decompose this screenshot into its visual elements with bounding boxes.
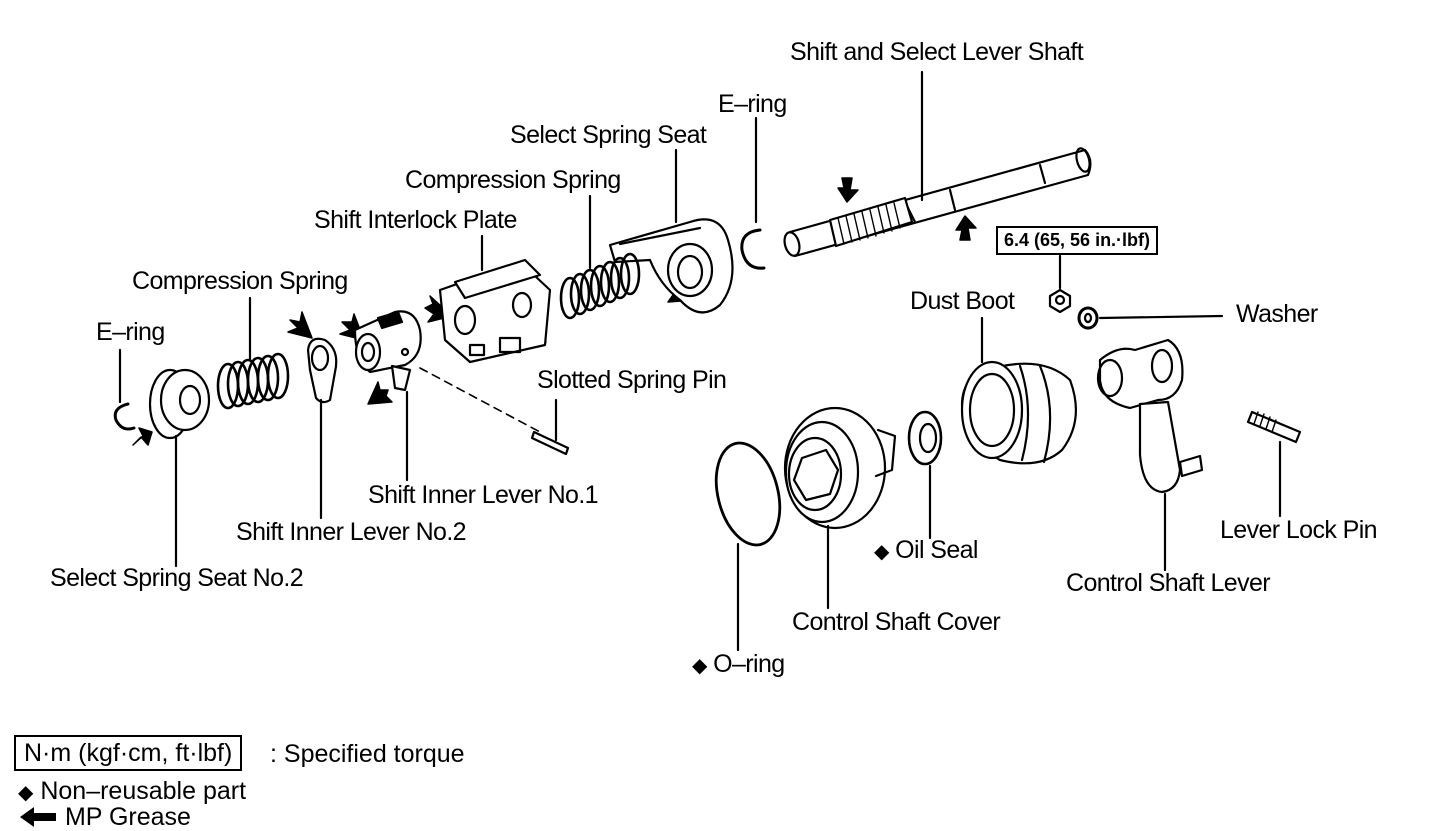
legend-torque-desc: : Specified torque: [270, 740, 465, 768]
legend-torque-unit-box: N·m (kgf·cm, ft·lbf): [14, 735, 243, 771]
control-shaft-lever-drawing: [1096, 338, 1204, 494]
compression-spring-lower-drawing: [216, 352, 290, 410]
label-select-spring-seat: Select Spring Seat: [510, 121, 707, 149]
legend-nonreusable-row: ◆ Non–reusable part: [18, 777, 246, 807]
control-shaft-cover-drawing: [783, 406, 897, 530]
label-control-shaft-lever: Control Shaft Lever: [1066, 569, 1271, 597]
label-oil-seal: Oil Seal: [895, 536, 978, 564]
label-select-spring-seat-no2: Select Spring Seat No.2: [50, 564, 304, 592]
lever-lock-pin-drawing: [1246, 410, 1302, 444]
diamond-icon: ◆: [874, 541, 889, 563]
label-e-ring-left: E–ring: [96, 318, 165, 346]
label-washer: Washer: [1236, 300, 1318, 328]
label-o-ring: O–ring: [713, 650, 785, 678]
nut-drawing: [1048, 288, 1072, 314]
label-oil-seal-row: ◆ Oil Seal: [874, 536, 978, 566]
legend-nonreusable: Non–reusable part: [40, 777, 247, 805]
dashed-pin-axis: [419, 367, 541, 433]
leader-washer: [1098, 314, 1224, 320]
e-ring-left-drawing: [113, 402, 136, 431]
select-spring-seat-drawing: [608, 218, 734, 314]
label-lever-lock-pin: Lever Lock Pin: [1220, 516, 1378, 544]
label-dust-boot: Dust Boot: [910, 287, 1015, 315]
label-shift-interlock-plate: Shift Interlock Plate: [314, 206, 517, 234]
label-e-ring-right: E–ring: [718, 90, 787, 118]
torque-spec-box: 6.4 (65, 56 in.·lbf): [996, 226, 1159, 255]
grease-arrow-icon: [20, 807, 56, 827]
label-slotted-spring-pin: Slotted Spring Pin: [537, 366, 727, 394]
label-compression-spring-lower: Compression Spring: [132, 267, 348, 295]
select-spring-seat-no2-drawing: [148, 368, 211, 440]
o-ring-drawing: [714, 441, 782, 547]
dust-boot-drawing: [960, 360, 1077, 465]
diamond-icon: ◆: [18, 782, 34, 804]
diamond-icon: ◆: [692, 655, 707, 677]
shift-select-lever-shaft-drawing: [783, 147, 1092, 258]
shift-inner-lever-no2-drawing: [306, 337, 338, 404]
legend-grease-row: MP Grease: [18, 803, 191, 831]
legend-grease: MP Grease: [64, 803, 191, 831]
label-shift-select-lever-shaft: Shift and Select Lever Shaft: [790, 38, 1084, 66]
label-shift-inner-lever-no2: Shift Inner Lever No.2: [236, 518, 467, 546]
e-ring-right-drawing: [740, 228, 766, 270]
washer-drawing: [1077, 306, 1099, 330]
label-control-shaft-cover: Control Shaft Cover: [792, 608, 1001, 636]
label-shift-inner-lever-no1: Shift Inner Lever No.1: [368, 481, 599, 509]
label-compression-spring-upper: Compression Spring: [405, 166, 621, 194]
oil-seal-drawing: [907, 410, 943, 466]
slotted-spring-pin-drawing: [530, 430, 570, 456]
compression-spring-upper-drawing: [559, 252, 641, 320]
label-o-ring-row: ◆ O–ring: [692, 650, 785, 680]
shift-inner-lever-no1-drawing: [353, 310, 422, 392]
shift-interlock-plate-drawing: [438, 258, 552, 364]
